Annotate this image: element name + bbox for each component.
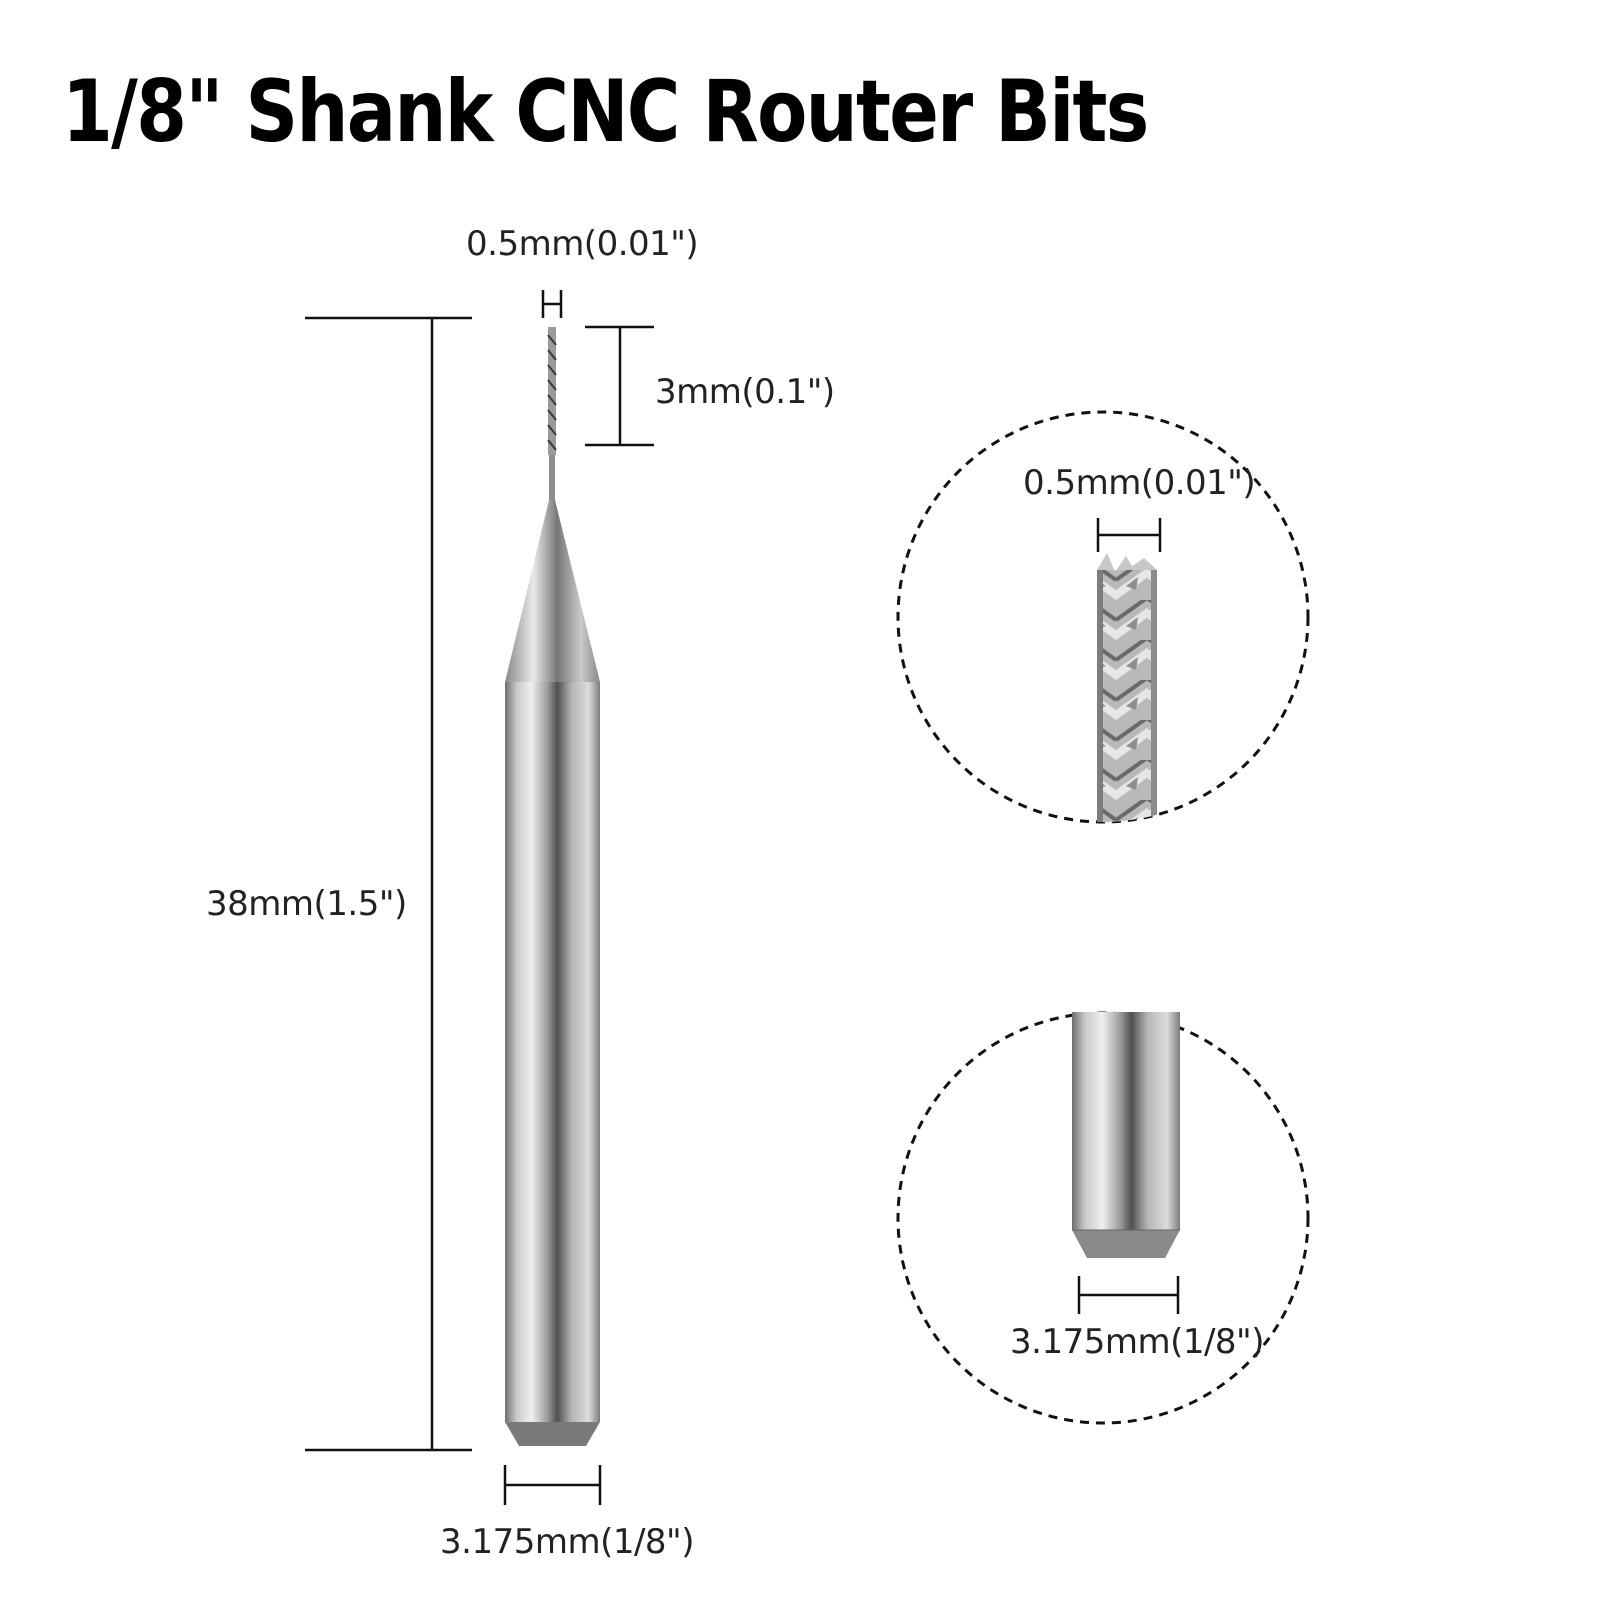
tip-detail-dimension-line: [1096, 518, 1162, 552]
cutting-length-dimension-line: [585, 325, 654, 447]
shank-detail-dimension-line: [1077, 1276, 1180, 1314]
shank-closeup-image: [1072, 1012, 1180, 1258]
router-bit-main-image: [505, 327, 600, 1446]
page-title: 1/8" Shank CNC Router Bits: [62, 62, 1149, 162]
shank-diameter-dimension-line: [503, 1465, 602, 1505]
overall-length-label: 38mm(1.5"): [206, 884, 407, 924]
shank-diameter-label: 3.175mm(1/8"): [440, 1522, 694, 1562]
cutting-length-label: 3mm(0.1"): [655, 372, 835, 412]
shank-detail-diameter-label: 3.175mm(1/8"): [1010, 1322, 1264, 1362]
tip-diameter-dimension-line: [541, 290, 563, 318]
tip-detail-circle: [896, 410, 1310, 824]
shank-detail-circle: [896, 1011, 1310, 1425]
tip-detail-diameter-label: 0.5mm(0.01"): [1023, 463, 1256, 503]
overall-length-dimension-line: [305, 316, 472, 1452]
tip-closeup-image: [1097, 553, 1157, 822]
tip-diameter-label: 0.5mm(0.01"): [466, 224, 699, 264]
